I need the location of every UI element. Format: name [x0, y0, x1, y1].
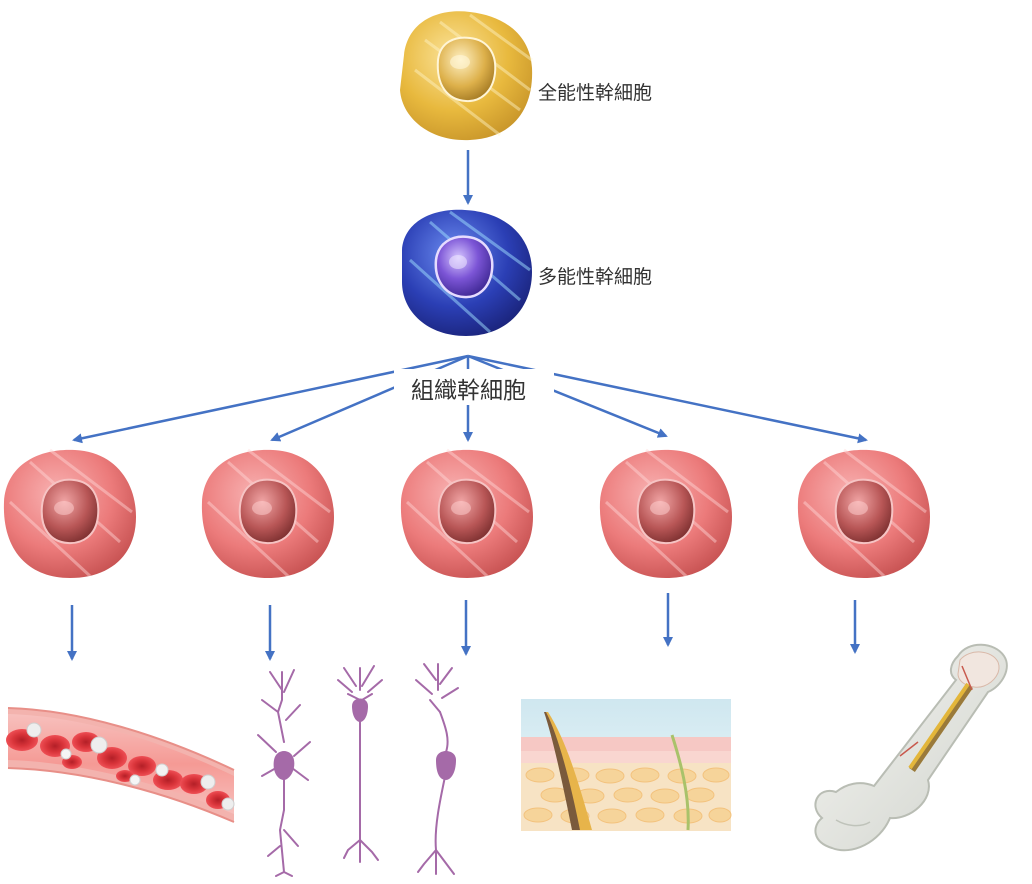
neuron-2 — [337, 665, 383, 863]
pluripotent-cell — [402, 209, 532, 336]
totipotent-cell — [400, 11, 533, 141]
blood-vessel-icon — [6, 707, 235, 823]
tissue-stem-cell-5 — [797, 448, 930, 578]
bone-icon — [814, 643, 1008, 852]
tissue-stem-cell-1 — [3, 448, 136, 578]
neuron-1 — [257, 669, 311, 877]
neuron-3 — [415, 663, 459, 875]
totipotent-label: 全能性幹細胞 — [538, 82, 652, 104]
tissue-label-background — [394, 369, 554, 405]
skin-layer-icon — [521, 699, 732, 831]
neuron-icon — [257, 663, 459, 877]
tissue-stem-cell-2 — [201, 448, 334, 578]
tissue-stem-cell-label: 組織幹細胞 — [411, 378, 526, 404]
pluripotent-label: 多能性幹細胞 — [538, 266, 652, 288]
tissue-stem-cell-4 — [599, 448, 732, 578]
tissue-stem-cell-3 — [400, 448, 533, 578]
